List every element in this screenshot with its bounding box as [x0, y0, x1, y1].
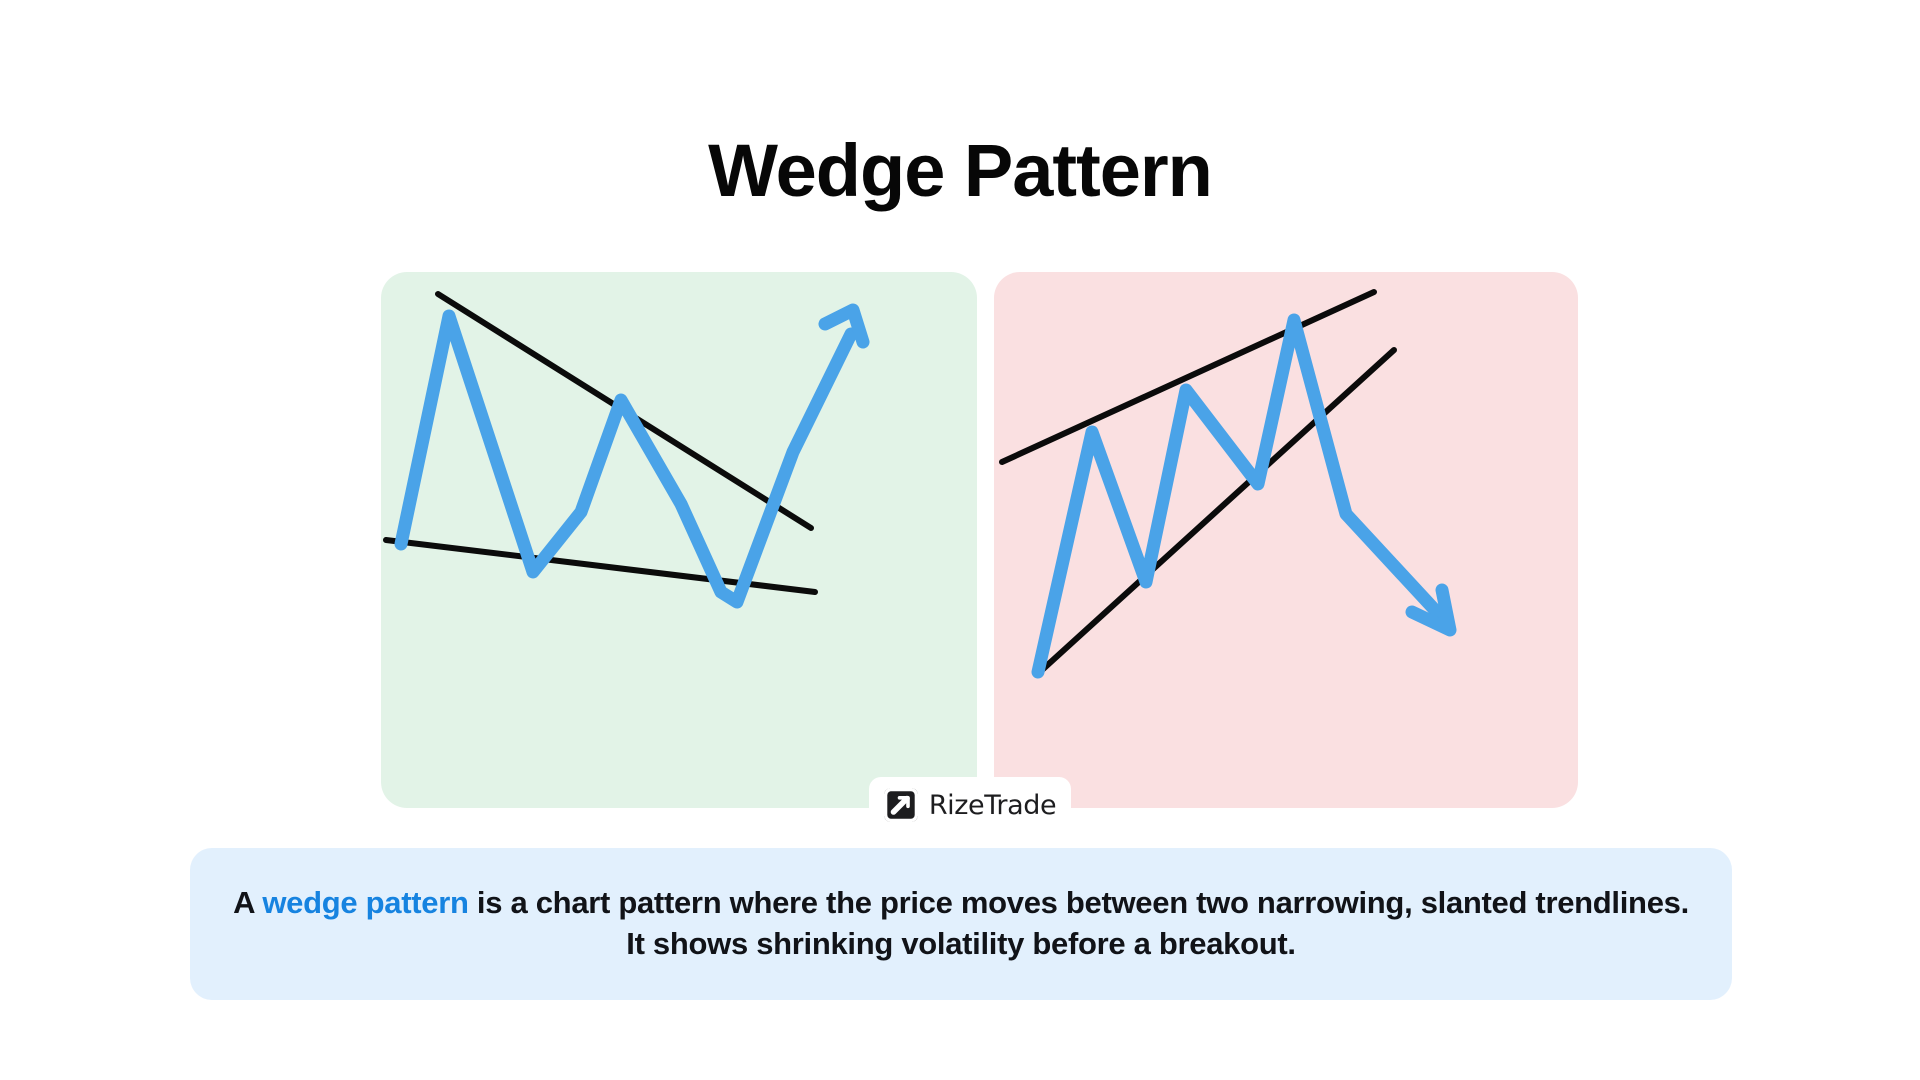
- rising-wedge-upper-trendline: [999, 289, 1377, 465]
- rising-wedge-price-line: [1031, 313, 1453, 679]
- rising-wedge-lower-trendline: [1039, 347, 1397, 673]
- breakout-arrow-down-icon: [1405, 583, 1457, 637]
- falling-wedge-chart: [383, 291, 870, 609]
- rising-wedge-chart: [999, 289, 1457, 679]
- brand-logo-text: RizeTrade: [928, 789, 1057, 821]
- falling-wedge-price-line: [394, 309, 858, 609]
- description-prefix: A: [233, 885, 263, 921]
- breakout-arrow-up-icon: [818, 303, 870, 349]
- brand-logo-badge: RizeTrade: [869, 777, 1071, 833]
- rising-wedge-panel: Rising wedge bearish breakout: [994, 272, 1578, 808]
- description-highlight: wedge pattern: [262, 885, 469, 921]
- falling-wedge-panel: Falling wedge bullish breakout: [381, 272, 977, 808]
- arrow-up-right-square-icon: [883, 788, 918, 822]
- description-line-2: It shows shrinking volatility before a b…: [626, 926, 1296, 961]
- description-line-1: A wedge pattern is a chart pattern where…: [233, 883, 1689, 924]
- description-suffix: is a chart pattern where the price moves…: [468, 885, 1689, 921]
- page-title: Wedge Pattern: [708, 129, 1213, 212]
- description-box: A wedge pattern is a chart pattern where…: [190, 848, 1732, 1000]
